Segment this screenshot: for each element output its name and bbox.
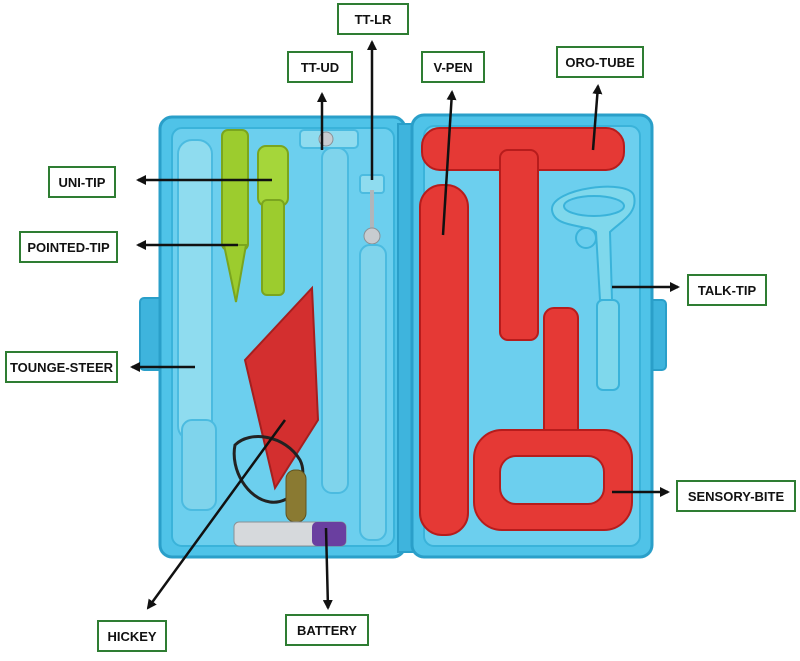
tt-lr-tool <box>359 174 387 541</box>
label-oro-tube: ORO-TUBE <box>556 46 644 78</box>
label-tt-lr: TT-LR <box>337 3 409 35</box>
label-battery: BATTERY <box>285 614 369 646</box>
tounge-steer-tool <box>177 139 217 511</box>
label-v-pen: V-PEN <box>421 51 485 83</box>
label-talk-tip: TALK-TIP <box>687 274 767 306</box>
leader-arrows <box>130 40 680 610</box>
hickey-tool <box>232 285 320 523</box>
label-hickey: HICKEY <box>97 620 167 652</box>
arrow-v-pen <box>441 90 457 236</box>
label-uni-tip: UNI-TIP <box>48 166 116 198</box>
arrow-battery <box>322 527 333 610</box>
battery-item <box>233 521 347 547</box>
tt-ud-tool <box>299 129 359 494</box>
label-tounge-steer: TOUNGE-STEER <box>5 351 118 383</box>
pointed-tip-tool <box>221 129 249 303</box>
label-sensory-bite: SENSORY-BITE <box>676 480 796 512</box>
label-pointed-tip: POINTED-TIP <box>19 231 118 263</box>
label-tt-ud: TT-UD <box>287 51 353 83</box>
arrow-hickey <box>146 419 287 610</box>
talk-tip-tool <box>550 185 636 391</box>
v-pen-tool <box>419 184 469 536</box>
oro-tube-tool <box>421 127 625 341</box>
uni-tip-tool <box>257 145 289 296</box>
sensory-bite-tool <box>473 307 633 531</box>
arrow-oro-tube <box>591 84 603 151</box>
